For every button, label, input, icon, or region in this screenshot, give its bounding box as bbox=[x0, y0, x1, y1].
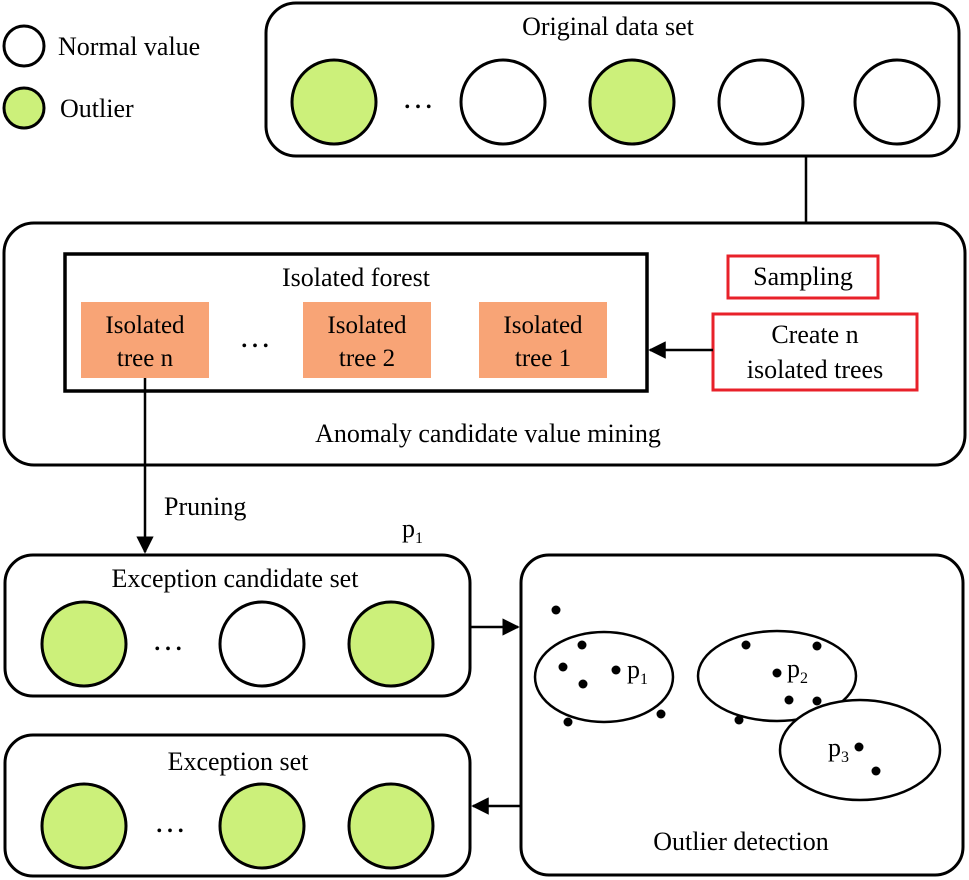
point-p1 bbox=[611, 665, 621, 675]
point-p2 bbox=[772, 668, 782, 678]
exception-outlier-3 bbox=[347, 782, 435, 870]
candidate-ellipsis: … bbox=[152, 621, 184, 657]
outlier-detection-caption: Outlier detection bbox=[653, 827, 828, 856]
original-outlier-2 bbox=[588, 58, 676, 146]
sampling-label: Sampling bbox=[753, 262, 853, 291]
forest-ellipsis: … bbox=[239, 318, 271, 354]
exception-outlier-2 bbox=[218, 782, 306, 870]
point bbox=[812, 696, 822, 706]
mining-caption: Anomaly candidate value mining bbox=[315, 419, 661, 448]
p3-sub: 3 bbox=[841, 749, 849, 766]
legend-outlier-label: Outlier bbox=[60, 94, 134, 123]
candidate-outlier-2 bbox=[347, 600, 435, 688]
isolated-tree-1-box bbox=[479, 302, 607, 378]
candidate-set: Exception candidate set … bbox=[3, 553, 472, 698]
p1-sub: 1 bbox=[640, 671, 648, 688]
isolated-tree-2-line1: Isolated bbox=[327, 312, 407, 339]
point bbox=[656, 709, 666, 719]
create-trees-line1: Create n bbox=[771, 320, 858, 349]
isolated-tree-n-box bbox=[81, 302, 209, 378]
candidate-outlier-1 bbox=[40, 600, 128, 688]
original-normal-1 bbox=[459, 58, 547, 146]
isolated-tree-n-line1: Isolated bbox=[105, 312, 185, 339]
point bbox=[871, 766, 881, 776]
point bbox=[734, 715, 744, 725]
candidate-normal-1 bbox=[218, 600, 306, 688]
pruning-p-sub: 1 bbox=[415, 530, 423, 547]
isolated-tree-n: Isolated tree n bbox=[81, 302, 209, 378]
isolated-tree-2-line2: tree 2 bbox=[339, 345, 395, 372]
isolated-forest-title: Isolated forest bbox=[282, 263, 431, 292]
point-p3 bbox=[854, 742, 864, 752]
isolated-tree-2-box bbox=[303, 302, 431, 378]
point bbox=[784, 695, 794, 705]
original-data-set-title: Original data set bbox=[522, 12, 695, 41]
point bbox=[577, 640, 587, 650]
exception-ellipsis: … bbox=[154, 803, 186, 839]
pruning-p-label: p1 bbox=[402, 514, 423, 547]
legend-normal-circle bbox=[2, 24, 46, 68]
original-ellipsis: … bbox=[402, 79, 434, 115]
create-trees-line2: isolated trees bbox=[747, 355, 883, 384]
p2-label: p2 bbox=[787, 654, 808, 687]
isolated-tree-1: Isolated tree 1 bbox=[479, 302, 607, 378]
point bbox=[812, 641, 822, 651]
original-data-set: Original data set … bbox=[264, 1, 961, 158]
exception-set-title: Exception set bbox=[168, 747, 310, 776]
isolated-tree-1-line1: Isolated bbox=[503, 312, 583, 339]
cluster-1 bbox=[533, 630, 675, 724]
candidate-set-title: Exception candidate set bbox=[112, 564, 360, 593]
original-outlier-1 bbox=[290, 58, 378, 146]
mining-panel: Anomaly candidate value mining Isolated … bbox=[2, 221, 967, 467]
legend-outlier-circle bbox=[2, 86, 46, 130]
point bbox=[563, 717, 573, 727]
original-normal-2 bbox=[717, 58, 805, 146]
p3-label: p3 bbox=[828, 733, 849, 766]
exception-outlier-1 bbox=[40, 782, 128, 870]
point bbox=[741, 640, 751, 650]
p2-sub: 2 bbox=[800, 670, 808, 687]
sampling-box bbox=[726, 254, 880, 300]
original-normal-3 bbox=[853, 58, 941, 146]
legend: Normal value Outlier bbox=[2, 24, 200, 130]
isolated-tree-n-line2: tree n bbox=[117, 345, 174, 372]
isolated-tree-1-line2: tree 1 bbox=[515, 345, 571, 372]
legend-normal-label: Normal value bbox=[58, 32, 200, 61]
outlier-detection: Outlier detection p1 p2 p3 bbox=[519, 553, 965, 877]
point bbox=[558, 662, 568, 672]
exception-set: Exception set … bbox=[3, 733, 472, 878]
point bbox=[578, 679, 588, 689]
create-trees-box bbox=[711, 312, 919, 392]
data-points bbox=[551, 605, 881, 776]
p1-label: p1 bbox=[627, 655, 648, 688]
pruning-label: Pruning bbox=[164, 492, 246, 521]
point bbox=[551, 605, 561, 615]
isolated-tree-2: Isolated tree 2 bbox=[303, 302, 431, 378]
